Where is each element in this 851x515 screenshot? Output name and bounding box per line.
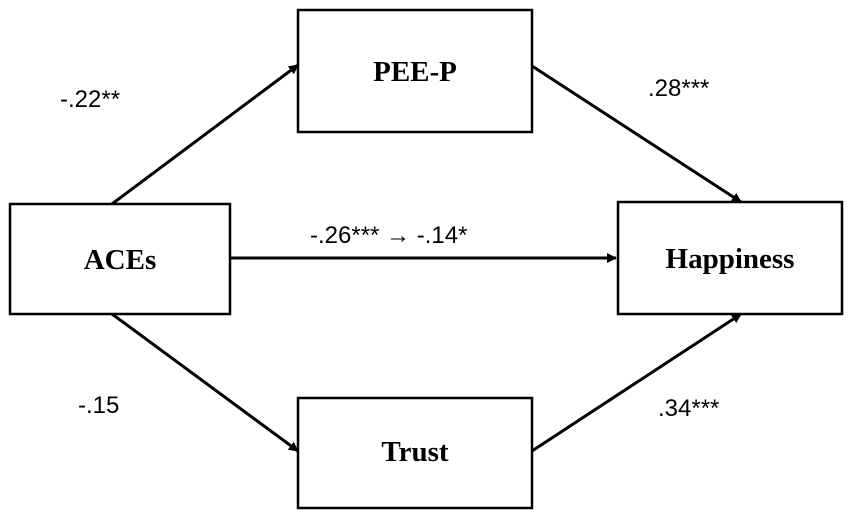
node-trust: Trust <box>296 396 534 510</box>
coef-peep-to-happiness: .28*** <box>648 75 709 102</box>
node-happiness-label: Happiness <box>666 243 795 275</box>
node-aces-box <box>8 202 232 316</box>
node-aces: ACEs <box>8 202 232 316</box>
node-happiness: Happiness <box>616 200 844 316</box>
coef-trust-to-happiness: .34*** <box>658 395 719 422</box>
arrow-peep-to-happiness <box>531 64 742 204</box>
arrow-aces-to-trust <box>111 312 299 453</box>
node-peep-box <box>296 8 534 134</box>
node-peep-label: PEE-P <box>373 56 457 88</box>
coef-aces-to-trust: -.15 <box>78 392 119 419</box>
node-aces-label: ACEs <box>84 244 157 276</box>
node-trust-label: Trust <box>381 436 448 468</box>
coef-aces-to-peep: -.22** <box>60 86 120 113</box>
arrow-aces-to-peep <box>111 63 299 206</box>
coef-aces-to-happiness: -.26*** → -.14* <box>310 222 467 249</box>
node-happiness-box <box>616 200 844 316</box>
node-trust-box <box>296 396 534 510</box>
arrow-trust-to-happiness <box>531 312 742 453</box>
node-peep: PEE-P <box>296 8 534 134</box>
